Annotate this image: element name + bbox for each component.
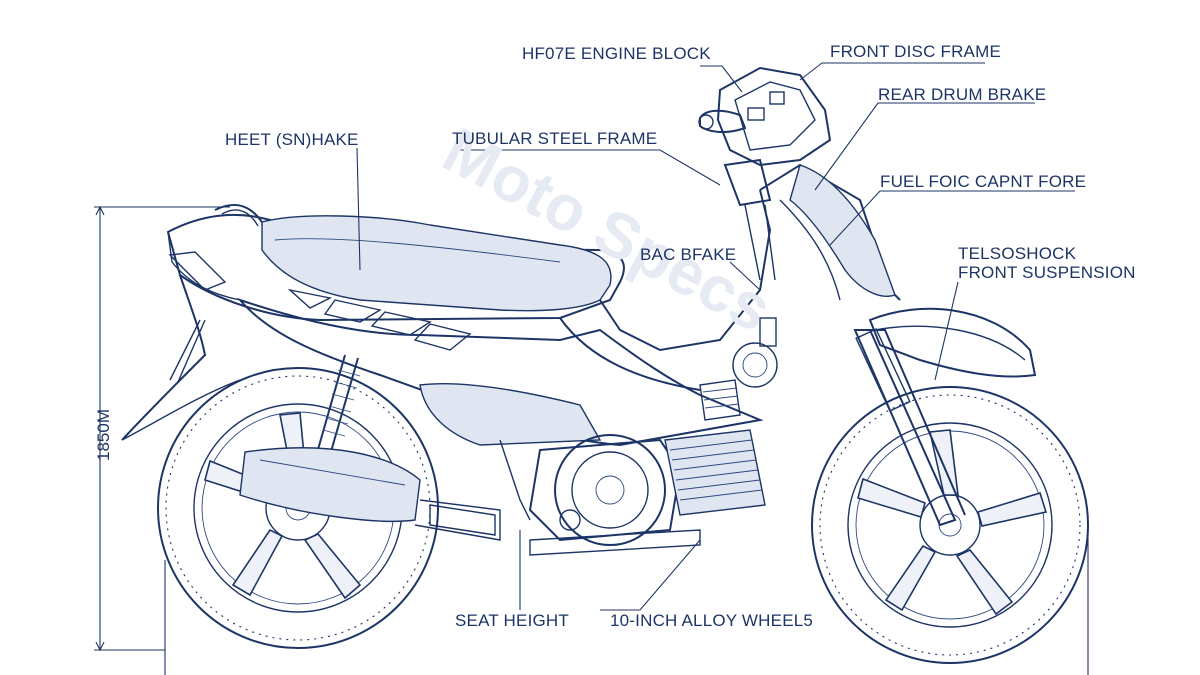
front-wheel [811, 386, 1089, 664]
engine-block-label: HF07E ENGINE BLOCK [522, 44, 711, 63]
suspension-label-line2: FRONT SUSPENSION [958, 263, 1136, 282]
tubular-frame-label: TUBULAR STEEL FRAME [452, 129, 658, 148]
height-dimension-line [94, 205, 1089, 675]
rear-body [121, 203, 625, 441]
fuel-tank-label: FUEL FOIC CAPNT FORE [880, 172, 1087, 191]
alloy-wheels-label: 10-INCH ALLOY WHEEL5 [610, 611, 814, 630]
heet-brake-label: HEET (SN)HAKE [225, 130, 359, 149]
leader-lines [356, 62, 1075, 611]
rear-shock [314, 354, 361, 463]
seat [261, 215, 612, 312]
exhaust-muffler [239, 447, 501, 541]
side-panel [236, 288, 764, 447]
front-fork [853, 328, 966, 527]
rear-drum-brake-label: REAR DRUM BRAKE [878, 85, 1047, 104]
back-brake-label: BAC BFAKE [640, 245, 737, 264]
engine [499, 317, 778, 556]
height-dimension-label: 1850M [93, 409, 113, 461]
front-disc-frame-label: FRONT DISC FRAME [830, 42, 1002, 61]
frame-and-legshield [559, 163, 1037, 391]
suspension-label-line1: TELSOSHOCK [958, 244, 1077, 263]
seat-height-label: SEAT HEIGHT [455, 611, 569, 630]
headlight-assembly [698, 66, 832, 281]
